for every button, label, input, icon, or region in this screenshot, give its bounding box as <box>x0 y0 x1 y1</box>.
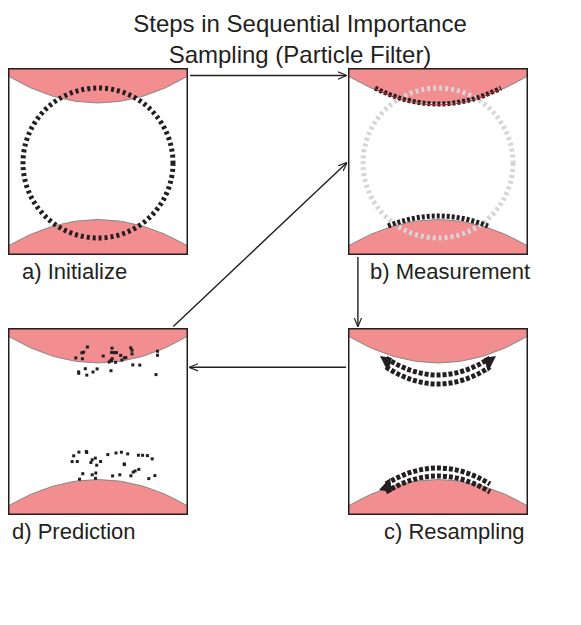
step-panel: a) Initialize <box>8 68 188 286</box>
step-label: a) Initialize <box>22 258 188 286</box>
particle-sketch <box>8 328 188 515</box>
step-arrow <box>173 163 346 327</box>
panel-illustration <box>8 328 188 515</box>
step-arrow <box>190 75 346 76</box>
particle-sketch <box>348 328 528 515</box>
step-panel: d) Prediction <box>8 328 188 546</box>
step-arrow <box>357 257 358 326</box>
step-panel: c) Resampling <box>348 328 528 546</box>
step-label: d) Prediction <box>12 518 188 546</box>
particle-sketch <box>348 68 528 255</box>
particle-sketch <box>8 68 188 255</box>
panel-illustration <box>8 68 188 255</box>
step-panel: b) Measurement <box>348 68 528 286</box>
diagram-title: Steps in Sequential Importance Sampling … <box>95 8 505 70</box>
panel-illustration <box>348 328 528 515</box>
step-label: c) Resampling <box>384 518 528 546</box>
panel-illustration <box>348 68 528 255</box>
step-label: b) Measurement <box>370 258 528 286</box>
step-arrow <box>190 367 346 368</box>
